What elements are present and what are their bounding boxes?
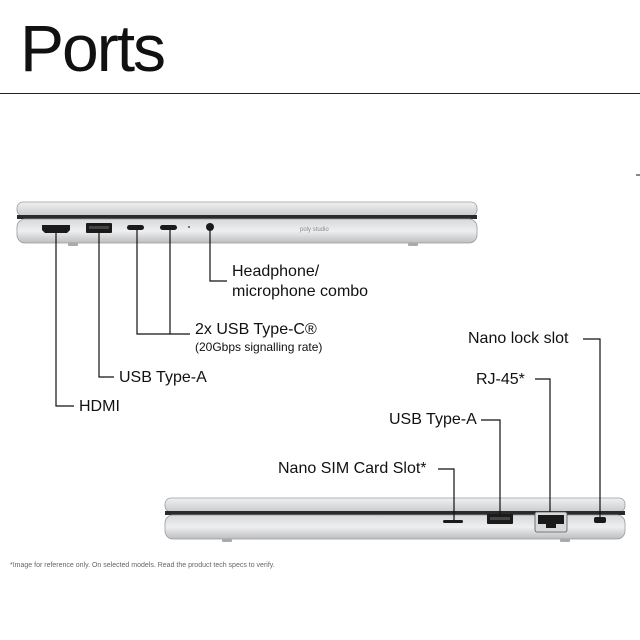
- page-title: Ports: [20, 11, 166, 85]
- label-rj45: RJ-45*: [476, 371, 525, 388]
- label-nano-lock: Nano lock slot: [468, 330, 569, 347]
- label-headphone: Headphone/ microphone combo: [232, 263, 369, 300]
- label-sim: Nano SIM Card Slot*: [278, 460, 427, 477]
- label-usb-c: 2x USB Type-C® (20Gbps signalling rate): [195, 321, 323, 354]
- laptop-left-side-view: poly studio: [16, 201, 478, 246]
- hdmi-port: [42, 225, 70, 233]
- headphone-jack: [206, 223, 214, 231]
- leader-lines-left: [55, 230, 227, 407]
- label-usb-a-left: USB Type-A: [119, 369, 207, 386]
- usb-c-port-2: [160, 225, 177, 230]
- laptop-right-side-view: [164, 497, 626, 542]
- poly-studio-logo: poly studio: [300, 227, 329, 233]
- usb-c-port-1: [127, 225, 144, 230]
- nano-lock-slot: [594, 517, 606, 523]
- sim-slot: [443, 520, 463, 523]
- leader-lines-right: [438, 338, 601, 520]
- label-hdmi: HDMI: [79, 398, 120, 415]
- label-usb-c-sub: (20Gbps signalling rate): [195, 340, 323, 354]
- header-divider: [0, 93, 640, 94]
- label-usb-a-right: USB Type-A: [389, 411, 477, 428]
- footnote: *Image for reference only. On selected m…: [10, 562, 275, 569]
